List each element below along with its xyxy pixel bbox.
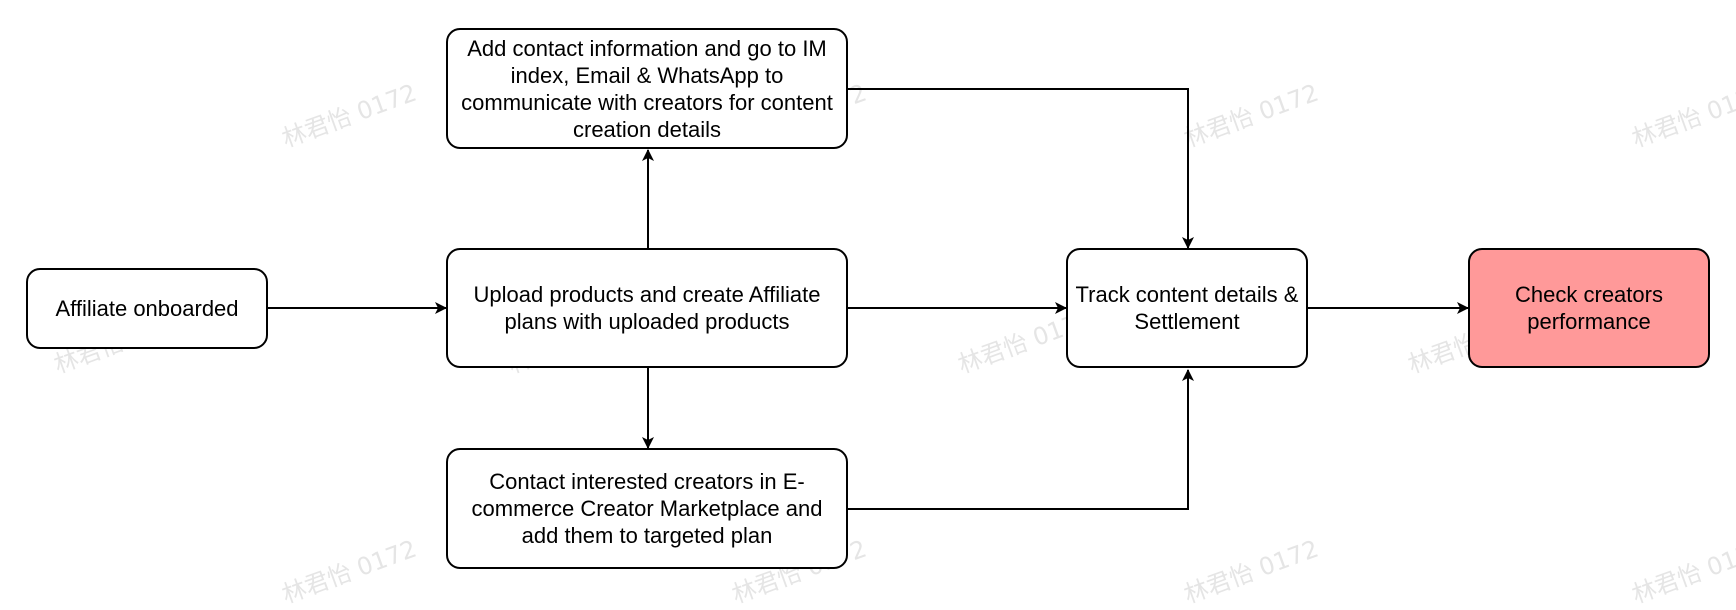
node-label: Affiliate onboarded <box>55 296 239 321</box>
node-label: Add contact information and go to IM ind… <box>461 35 833 142</box>
node-upload-products: Upload products and create Affiliate pla… <box>446 248 848 368</box>
node-contact-creators: Contact interested creators in E-commerc… <box>446 448 848 569</box>
arrow-add-contact-to-track <box>848 88 1194 249</box>
node-label: Contact interested creators in E-commerc… <box>471 469 823 548</box>
arrow-contact-creators-to-track <box>848 369 1194 510</box>
node-label: Check creators performance <box>1515 282 1663 334</box>
node-add-contact-info: Add contact information and go to IM ind… <box>446 28 848 149</box>
node-label: Upload products and create Affiliate pla… <box>473 282 821 334</box>
node-label: Track content details & Settlement <box>1075 282 1299 334</box>
node-check-performance: Check creators performance <box>1468 248 1710 368</box>
flow-connectors <box>268 88 1469 510</box>
node-affiliate-onboarded: Affiliate onboarded <box>26 268 268 349</box>
node-track-content: Track content details & Settlement <box>1066 248 1308 368</box>
